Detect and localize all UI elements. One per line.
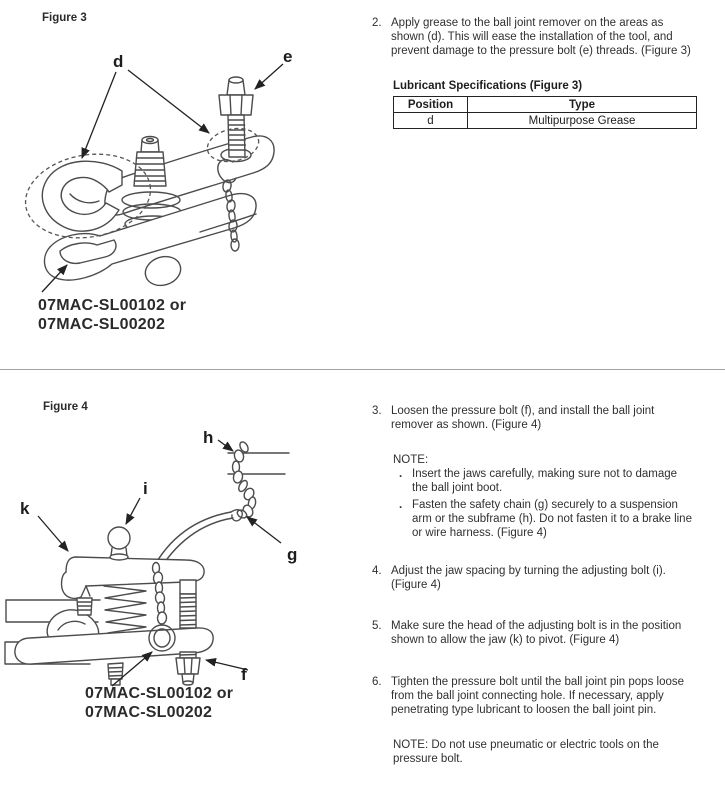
- fig3-callout-d: d: [113, 52, 123, 71]
- fig4-callout-f: f: [241, 665, 247, 684]
- note-label: NOTE:: [393, 454, 429, 466]
- fig4-callout-arrows: [37, 439, 282, 687]
- figure4-part-number-line2: 07MAC-SL00202: [85, 704, 213, 721]
- cell-type: Multipurpose Grease: [467, 112, 697, 129]
- step-4-number: 4.: [372, 565, 382, 577]
- figure4-illustration: h k i g f: [4, 428, 297, 687]
- step-6: 6. Tighten the pressure bolt until the b…: [372, 675, 707, 717]
- fig4-spring: [103, 585, 147, 634]
- section-divider: [0, 369, 725, 370]
- note-step3: NOTE: . Insert the jaws carefully, makin…: [393, 453, 710, 540]
- column-header-position: Position: [393, 96, 468, 113]
- bullet-marker: .: [399, 468, 403, 480]
- note-bullet-1: . Insert the jaws carefully, making sure…: [393, 467, 710, 495]
- bullet-marker: .: [399, 499, 403, 511]
- column-header-type: Type: [467, 96, 697, 113]
- fig3-callout-arrows: [41, 63, 284, 293]
- fig3-fork-jaw: [41, 160, 123, 232]
- fig4-tool-chain: [148, 561, 176, 652]
- step-4-text: Adjust the jaw spacing by turning the ad…: [391, 565, 666, 591]
- fig3-callout-e: e: [283, 47, 292, 66]
- step-5: 5. Make sure the head of the adjusting b…: [372, 619, 707, 647]
- figure3-part-number-line1: 07MAC-SL00102 or: [38, 297, 187, 314]
- note-bullet-2: . Fasten the safety chain (g) securely t…: [393, 498, 710, 540]
- fig4-safety-chain: [231, 441, 257, 519]
- fig4-callout-g: g: [287, 545, 297, 564]
- figure3-illustration: d e: [24, 47, 292, 293]
- step-4: 4. Adjust the jaw spacing by turning the…: [372, 564, 707, 592]
- fig4-top-jaw: [60, 556, 205, 616]
- lubricant-table-header-row: Position Type: [393, 96, 697, 113]
- figure4-part-number: 07MAC-SL00102 or 07MAC-SL00202: [85, 684, 233, 722]
- step-2: 2. Apply grease to the ball joint remove…: [372, 16, 707, 58]
- fig4-stub-bolt: [107, 662, 124, 686]
- figure3-part-number-line2: 07MAC-SL00202: [38, 316, 166, 333]
- fig4-callout-h: h: [203, 428, 213, 447]
- fig3-knob: [144, 255, 182, 287]
- step-6-number: 6.: [372, 676, 382, 688]
- step-3-text: Loosen the pressure bolt (f), and instal…: [391, 405, 655, 431]
- fig3-pressure-bolt: [218, 76, 254, 158]
- figure3-label: Figure 3: [42, 12, 87, 24]
- step-2-number: 2.: [372, 17, 382, 29]
- step-2-text: Apply grease to the ball joint remover o…: [391, 17, 691, 57]
- note-bullet-2-text: Fasten the safety chain (g) securely to …: [412, 499, 692, 539]
- figure4-label: Figure 4: [43, 401, 88, 413]
- note-step6: NOTE: Do not use pneumatic or electric t…: [393, 739, 659, 765]
- note-bullet-1-text: Insert the jaws carefully, making sure n…: [412, 468, 678, 494]
- lubricant-table: Position Type d Multipurpose Grease: [393, 96, 697, 129]
- step-3-number: 3.: [372, 405, 382, 417]
- fig4-callout-i: i: [143, 479, 148, 498]
- step-5-number: 5.: [372, 620, 382, 632]
- figure3-part-number: 07MAC-SL00102 or 07MAC-SL00202: [38, 296, 186, 334]
- step-6-text: Tighten the pressure bolt until the ball…: [391, 676, 685, 716]
- step-5-text: Make sure the head of the adjusting bolt…: [391, 620, 682, 646]
- fig3-adjusting-bolt: [133, 135, 167, 187]
- fig4-pressure-bolt: [175, 579, 201, 686]
- table-row: d Multipurpose Grease: [393, 112, 697, 129]
- fig4-adjusting-bolt: [107, 526, 131, 561]
- fig3-chain: [217, 158, 240, 252]
- step-3: 3. Loosen the pressure bolt (f), and ins…: [372, 404, 707, 432]
- lubricant-table-title: Lubricant Specifications (Figure 3): [393, 80, 583, 92]
- figure4-part-number-line1: 07MAC-SL00102 or: [85, 685, 234, 702]
- fig4-callout-k: k: [20, 499, 30, 518]
- cell-position: d: [393, 112, 468, 129]
- fig3-grease-areas: [24, 127, 260, 239]
